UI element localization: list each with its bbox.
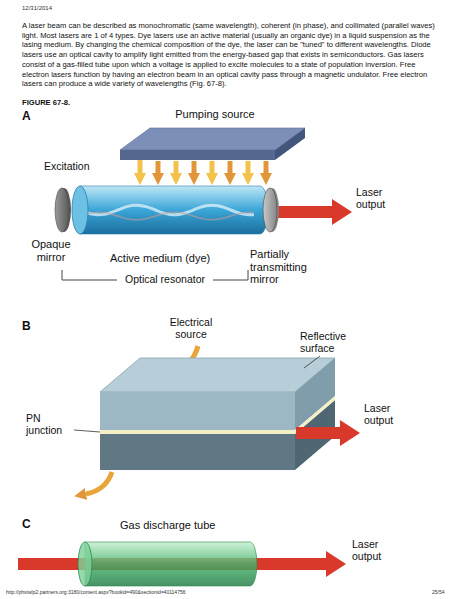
bracket-label: Optical resonator xyxy=(117,273,213,285)
excitation-connector xyxy=(138,160,143,173)
source-label: Electrical source xyxy=(160,316,222,340)
gas-tube: Gas discharge tube xyxy=(75,518,260,588)
callout-label: Reflective surface xyxy=(300,330,370,354)
n-layer-face xyxy=(100,434,295,470)
pumping-source: Pumping source xyxy=(110,108,310,160)
panel-letter: B xyxy=(22,320,42,334)
connector-group xyxy=(140,160,141,173)
cylinder-end xyxy=(72,186,88,234)
excitation-arrow xyxy=(228,161,233,173)
node-label: Gas discharge tube xyxy=(120,519,260,532)
page-url: http://phstwlp2.partners.org:3180/conten… xyxy=(6,590,406,596)
page-date: 12/31/2014 xyxy=(22,5,122,12)
medium-wave xyxy=(86,212,254,220)
current-arrow xyxy=(86,472,112,494)
node-label: Opaque mirror xyxy=(20,238,82,263)
laser-beam-arrow xyxy=(276,199,352,225)
opaque-mirror: Opaque mirror xyxy=(20,188,82,268)
node-label: Active medium (dye) xyxy=(110,252,250,265)
body-paragraph: A laser beam can be described as monochr… xyxy=(22,21,442,89)
dye-cylinder: Active medium (dye) xyxy=(70,185,270,270)
figure-title: FIGURE 67-8. xyxy=(22,99,222,108)
output-label: Laser output xyxy=(352,538,402,562)
excitation-arrow xyxy=(246,161,251,173)
p-layer-face xyxy=(100,392,295,430)
excitation-arrow xyxy=(174,161,179,173)
mirror-disc xyxy=(55,188,69,232)
junction-stripe xyxy=(100,430,295,434)
panel-letter: C xyxy=(22,518,42,532)
excitation-arrow xyxy=(192,161,197,173)
excitation-arrow xyxy=(264,161,269,173)
output-label: Laser output xyxy=(364,402,414,426)
page-number: 25/54 xyxy=(432,590,462,596)
excitation-arrow xyxy=(156,161,161,173)
leader-line xyxy=(74,430,100,432)
excitation-arrow xyxy=(210,161,215,173)
output-label: Laser output xyxy=(356,186,406,210)
panel-letter: A xyxy=(22,110,42,124)
callout-label: PN junction xyxy=(26,412,74,436)
node-label: Pumping source xyxy=(140,108,290,121)
partial-mirror: Partially transmitting mirror xyxy=(246,188,336,288)
block-top-face xyxy=(100,358,335,392)
cylinder-body xyxy=(80,186,268,234)
shape-outline xyxy=(246,188,336,288)
cylinder-end xyxy=(78,542,92,586)
slab-front-face xyxy=(120,150,275,160)
laser-beam-arrow xyxy=(296,420,360,446)
mirror-disc xyxy=(263,188,277,232)
cylinder-body xyxy=(85,542,257,586)
leader-line xyxy=(304,356,320,368)
slab-side-face xyxy=(275,128,305,160)
slab-top-face xyxy=(120,128,305,150)
edge-label: Excitation xyxy=(44,160,124,172)
node-label: Partially transmitting mirror xyxy=(250,248,336,286)
